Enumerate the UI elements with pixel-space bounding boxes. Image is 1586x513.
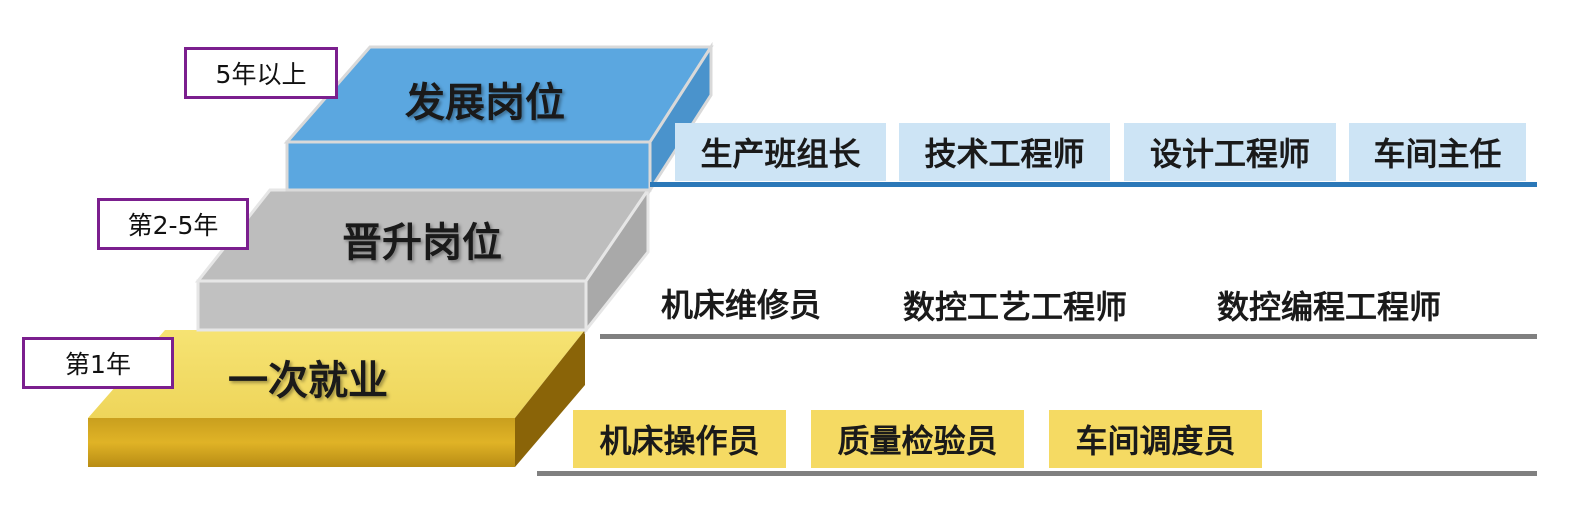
job-middle-3: 数控编程工程师 bbox=[1216, 287, 1441, 326]
base-step bbox=[88, 330, 585, 467]
middle-step-side bbox=[584, 185, 650, 335]
top-step bbox=[283, 41, 714, 196]
middle-step-front bbox=[196, 279, 588, 332]
base-level-rule bbox=[537, 471, 1537, 476]
job-top-2: 技术工程师 bbox=[899, 123, 1110, 181]
job-middle-2: 数控工艺工程师 bbox=[902, 287, 1127, 326]
middle-step bbox=[194, 185, 651, 335]
middle-level-rule bbox=[600, 334, 1537, 339]
job-top-1: 生产班组长 bbox=[675, 123, 886, 181]
job-top-4: 车间主任 bbox=[1349, 123, 1526, 181]
middle-step-title: 晋升岗位 bbox=[342, 220, 502, 266]
top-step-title: 发展岗位 bbox=[405, 80, 565, 126]
top-step-side bbox=[648, 41, 713, 196]
job-middle-1: 机床维修员 bbox=[660, 285, 821, 324]
base-step-top bbox=[88, 330, 585, 418]
base-period-tag: 第1年 bbox=[22, 337, 174, 389]
top-period-tag: 5年以上 bbox=[184, 47, 338, 99]
top-step-front bbox=[285, 140, 652, 192]
job-base-1: 机床操作员 bbox=[573, 410, 786, 468]
job-base-2: 质量检验员 bbox=[811, 410, 1024, 468]
base-step-front bbox=[88, 418, 515, 467]
top-level-rule bbox=[650, 182, 1537, 187]
middle-period-tag: 第2-5年 bbox=[97, 198, 249, 250]
job-base-3: 车间调度员 bbox=[1049, 410, 1262, 468]
base-step-side bbox=[515, 330, 585, 467]
job-top-3: 设计工程师 bbox=[1124, 123, 1336, 181]
base-step-title: 一次就业 bbox=[228, 358, 388, 404]
